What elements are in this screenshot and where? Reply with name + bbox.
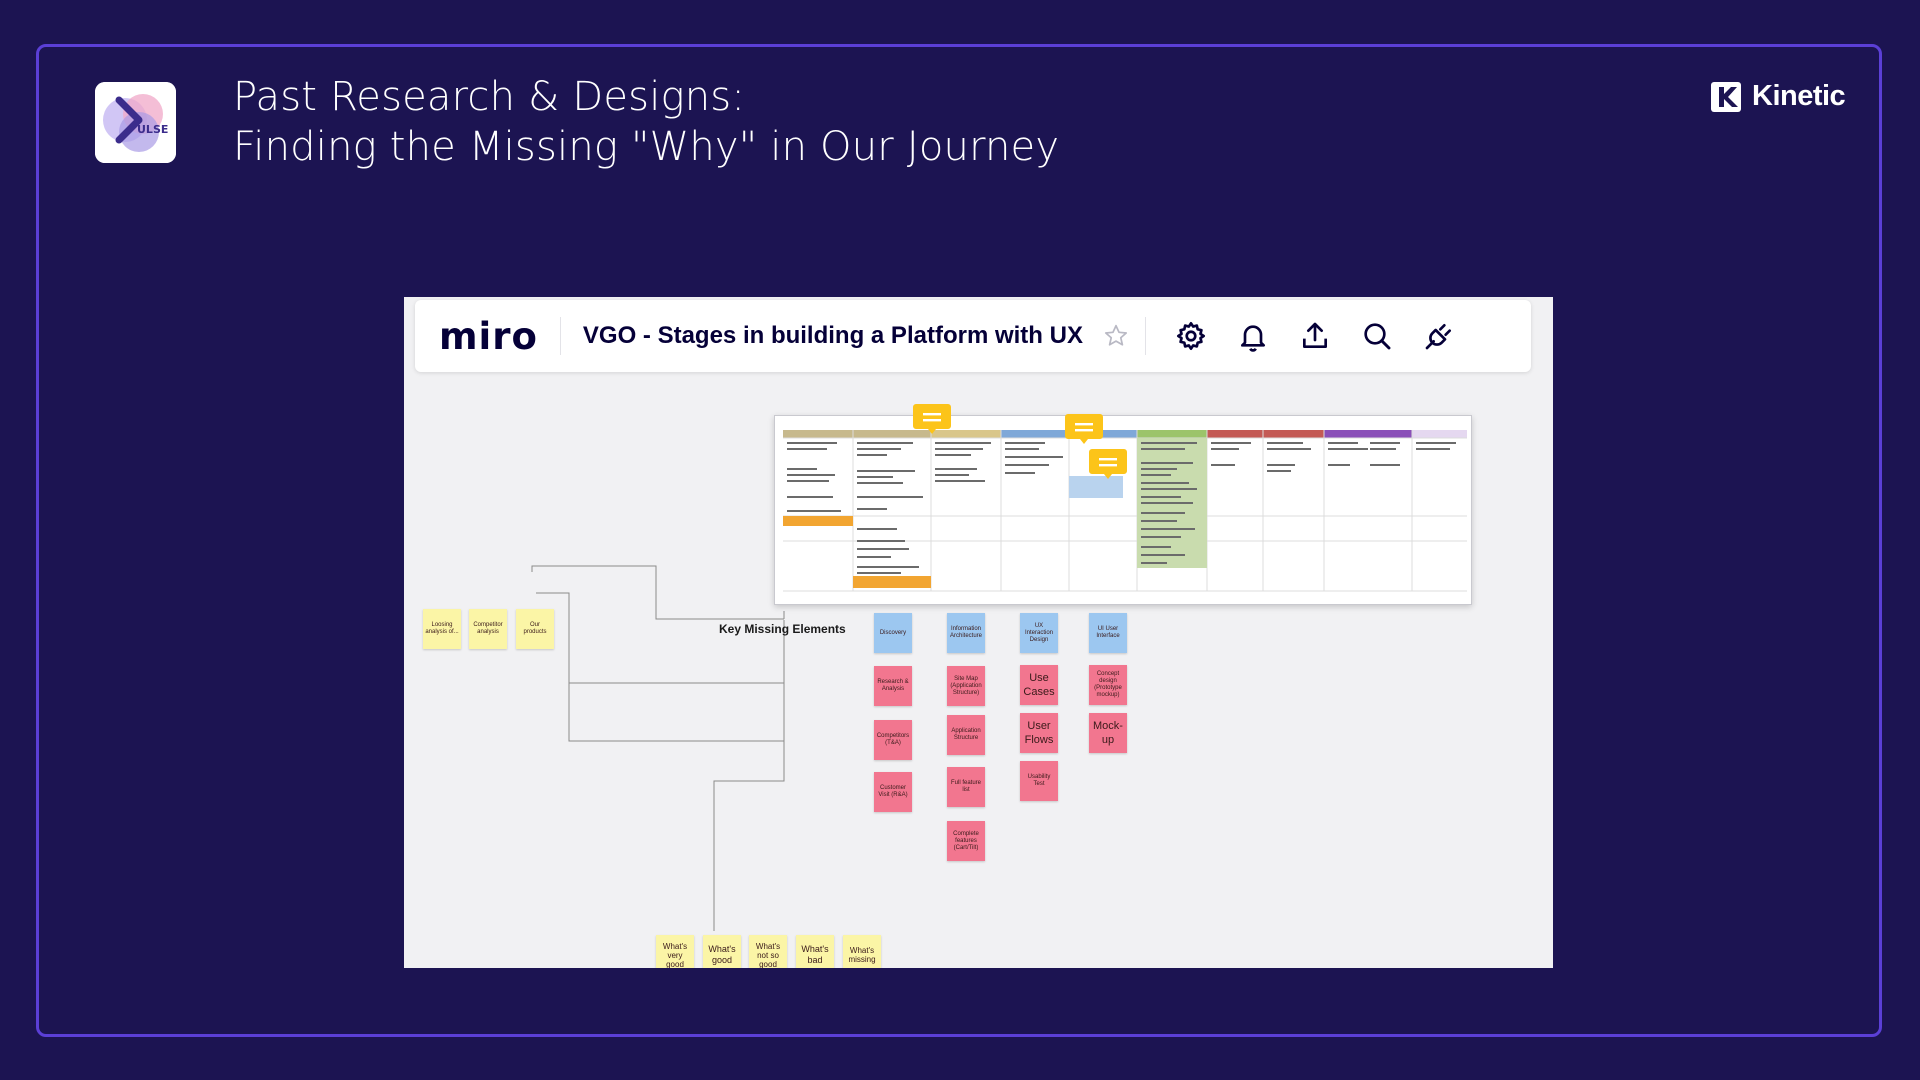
plug-icon bbox=[1425, 324, 1451, 350]
sticky-note[interactable]: What's very good bbox=[656, 935, 694, 968]
kinetic-brand: Kinetic bbox=[1710, 80, 1846, 113]
search-button[interactable] bbox=[1359, 318, 1395, 354]
sticky-note[interactable]: Customer Visit (R&A) bbox=[874, 772, 912, 812]
slide-title: Past Research & Designs: Finding the Mis… bbox=[233, 72, 1059, 172]
sticky-note[interactable]: Competitor analysis bbox=[469, 609, 507, 649]
sticky-note[interactable]: Full feature list bbox=[947, 767, 985, 807]
integrations-button[interactable] bbox=[1421, 318, 1457, 354]
sticky-note[interactable]: Concept design (Prototype mockup) bbox=[1089, 665, 1127, 705]
brand-name: Kinetic bbox=[1752, 80, 1846, 112]
sticky-note[interactable]: Discovery bbox=[874, 613, 912, 653]
stages-table-image bbox=[775, 416, 1471, 604]
ulse-logo-icon: ULSE bbox=[95, 82, 176, 163]
sticky-note[interactable]: UX Interaction Design bbox=[1020, 613, 1058, 653]
sticky-note[interactable]: UI User Interface bbox=[1089, 613, 1127, 653]
share-button[interactable] bbox=[1297, 318, 1333, 354]
sticky-note[interactable]: What's missing bbox=[843, 935, 881, 968]
sticky-note[interactable]: Site Map (Application Structure) bbox=[947, 666, 985, 706]
sticky-note[interactable]: What's good bbox=[703, 935, 741, 968]
star-icon[interactable] bbox=[1103, 323, 1129, 349]
sticky-note[interactable]: Research & Analysis bbox=[874, 666, 912, 706]
toolbar-divider bbox=[1144, 317, 1146, 355]
notifications-button[interactable] bbox=[1235, 318, 1271, 354]
sticky-note[interactable]: What's bad bbox=[796, 935, 834, 968]
comment-icon[interactable] bbox=[1088, 447, 1128, 481]
slide-frame bbox=[36, 44, 1882, 1037]
toolbar-divider bbox=[559, 317, 561, 355]
sticky-note[interactable]: What's not so good bbox=[749, 935, 787, 968]
bell-icon bbox=[1240, 325, 1265, 352]
kinetic-logo-icon bbox=[1711, 81, 1741, 112]
upload-icon bbox=[1302, 322, 1327, 348]
title-line-1: Past Research & Designs: bbox=[233, 74, 746, 120]
key-missing-elements-label: Key Missing Elements bbox=[719, 622, 846, 636]
sticky-note[interactable]: Competitors (T&A) bbox=[874, 720, 912, 760]
sticky-note[interactable]: Our products bbox=[516, 609, 554, 649]
comment-icon[interactable] bbox=[1064, 412, 1104, 446]
miro-toolbar: miro VGO - Stages in building a Platform… bbox=[415, 300, 1531, 372]
sticky-note[interactable]: Loosing analysis of... bbox=[423, 609, 461, 649]
gear-icon bbox=[1176, 322, 1205, 350]
sticky-note[interactable]: Mock-up bbox=[1089, 713, 1127, 753]
comment-icon[interactable] bbox=[912, 402, 952, 436]
miro-board-screenshot: miro VGO - Stages in building a Platform… bbox=[404, 297, 1553, 968]
board-title[interactable]: VGO - Stages in building a Platform with… bbox=[582, 322, 1083, 349]
sticky-note[interactable]: Application Structure bbox=[947, 715, 985, 755]
search-icon bbox=[1364, 323, 1391, 350]
sticky-note[interactable]: Information Architecture bbox=[947, 613, 985, 653]
settings-button[interactable] bbox=[1173, 318, 1209, 354]
sticky-note[interactable]: Complete features (Cart/Tilt) bbox=[947, 821, 985, 861]
title-line-2: Finding the Missing "Why" in Our Journey bbox=[233, 124, 1060, 170]
sticky-note[interactable]: Use Cases bbox=[1020, 665, 1058, 705]
miro-logo[interactable]: miro bbox=[439, 314, 538, 358]
logo-text: ULSE bbox=[137, 123, 168, 136]
ulse-logo: ULSE bbox=[95, 82, 176, 163]
sticky-note[interactable]: Usability Test bbox=[1020, 761, 1058, 801]
stages-table-frame[interactable] bbox=[774, 415, 1472, 605]
sticky-note[interactable]: User Flows bbox=[1020, 713, 1058, 753]
